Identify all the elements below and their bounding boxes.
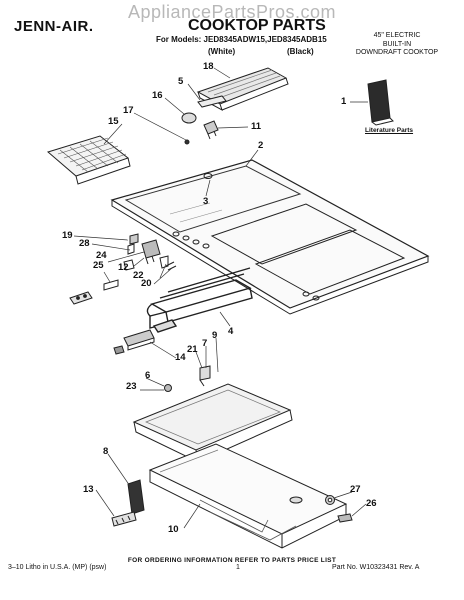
callout-5: 5: [178, 76, 184, 87]
callout-18: 18: [203, 61, 214, 72]
callout-24: 24: [96, 250, 107, 261]
callout-25: 25: [93, 260, 104, 271]
callout-11: 11: [251, 121, 262, 132]
terminal-block: [113, 329, 155, 355]
callout-22: 22: [133, 270, 144, 281]
callout-26: 26: [366, 498, 377, 509]
callout-4: 4: [228, 326, 234, 337]
page-number: 1: [236, 564, 240, 571]
callout-17: 17: [123, 105, 134, 116]
callout-13: 13: [83, 484, 94, 495]
filter-grate: [46, 135, 131, 185]
callout-27: 27: [350, 484, 361, 495]
callout-21: 21: [187, 344, 198, 355]
description-line-3: DOWNDRAFT COOKTOP: [355, 49, 439, 56]
leader-lines: [73, 67, 368, 529]
watermark: AppliancePartsPros.com: [127, 2, 337, 22]
litho-info: 3–10 Litho in U.S.A. (MP) (psw): [8, 564, 107, 571]
callout-23: 23: [126, 381, 137, 392]
product-description: 45" ELECTRIC BUILT-IN DOWNDRAFT COOKTOP: [334, 32, 460, 58]
model-numbers: For Models: JED8345ADW15,JED8345ADB15: [156, 35, 327, 44]
callout-15: 15: [108, 116, 119, 127]
callout-10: 10: [168, 524, 179, 535]
callout-7: 7: [202, 338, 208, 349]
literature-parts-label: Literature Parts: [365, 127, 414, 134]
part-number: Part No. W10323431 Rev. A: [332, 564, 420, 571]
callout-28: 28: [79, 238, 90, 249]
callout-19: 19: [62, 230, 73, 241]
color-white: (White): [208, 47, 236, 56]
callout-9: 9: [212, 330, 218, 341]
downdraft-housing: [148, 443, 348, 549]
grommet-and-screw: [325, 495, 353, 523]
literature-booklet: [367, 79, 394, 126]
callout-2: 2: [258, 140, 264, 151]
callout-12: 12: [118, 262, 129, 273]
callout-8: 8: [103, 446, 109, 457]
description-line-2: BUILT-IN: [382, 40, 412, 48]
callout-20: 20: [141, 278, 152, 289]
callout-14: 14: [175, 352, 186, 363]
color-black: (Black): [287, 47, 314, 56]
ordering-info: FOR ORDERING INFORMATION REFER TO PARTS …: [127, 557, 337, 564]
page-title: COOKTOP PARTS: [188, 17, 326, 34]
brand-logo: JENN-AIR.: [14, 18, 94, 35]
cooktop-glass: [110, 159, 430, 315]
heating-element: [146, 267, 253, 333]
pads-and-brackets: [111, 479, 145, 527]
callout-6: 6: [145, 370, 151, 381]
control-plate: [69, 291, 93, 305]
description-line-1: 45" ELECTRIC: [373, 32, 421, 39]
small-hardware: [181, 95, 227, 145]
callout-3: 3: [203, 196, 209, 207]
callout-16: 16: [152, 90, 163, 101]
switch-assembly: [103, 233, 177, 291]
thermostat-parts: [164, 365, 211, 392]
callout-1: 1: [341, 96, 347, 107]
vent-grille: [196, 67, 289, 112]
